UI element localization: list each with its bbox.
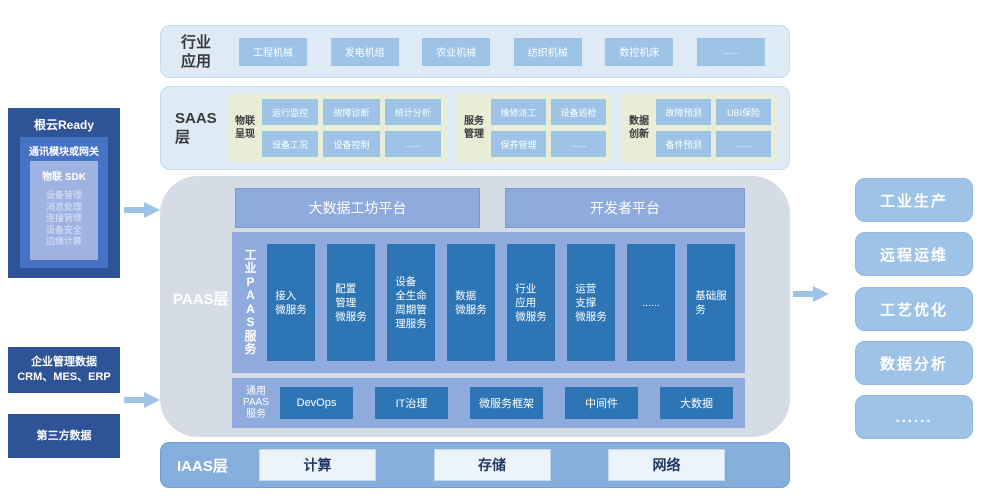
saas-box: 设备巡检 [551, 99, 606, 125]
scenario-box-process-optimization: 工艺优化 [855, 287, 973, 331]
scenario-box-industrial-production: 工业生产 [855, 178, 973, 222]
general-paas-service-box: DevOps [280, 387, 353, 419]
general-paas-label: 通用 PAAS 服务 [243, 385, 269, 420]
sdk-item: 连接管理 [45, 213, 82, 223]
paas-layer-container: PAAS层 大数据工坊平台 开发者平台 工 业 P A A S 服 务 接入 微… [160, 176, 790, 437]
rootcloud-ready-panel: 根云Ready 通讯模块或网关 物联 SDK 设备管理 消息处理 连接管理 设备… [8, 108, 120, 278]
saas-box: 维修派工 [491, 99, 546, 125]
sdk-item: 边缘计算 [45, 236, 82, 246]
industry-boxes: 工程机械 发电机组 农业机械 纺织机械 数控机床 ...... [239, 37, 765, 66]
iaas-boxes: 计算 存储 网络 [259, 449, 725, 481]
saas-box: 统计分析 [384, 99, 441, 125]
saas-group-data-innovation: 数据 创新 故障预测 UBI保险 备件预测 ...... [621, 94, 777, 162]
saas-group-label: 数据 创新 [629, 116, 649, 140]
saas-box: 设备控制 [323, 131, 380, 157]
saas-box: ...... [384, 131, 441, 157]
industrial-paas-services-box: 工 业 P A A S 服 务 接入 微服务 配置 管理 微服务 设备 全生命 … [232, 232, 745, 373]
arrow-right-icon [793, 286, 829, 302]
arrow-right-icon [124, 202, 160, 218]
microservice-box: ...... [627, 244, 675, 361]
bigdata-workshop-platform-bar: 大数据工坊平台 [235, 188, 480, 228]
sdk-item: 设备安全 [45, 224, 82, 235]
general-paas-service-box: 微服务框架 [470, 387, 543, 419]
saas-group-service-mgmt: 服务 管理 维修派工 设备巡检 保养管理 ...... [456, 94, 612, 162]
saas-layer-label: SAAS层 [175, 110, 217, 146]
general-paas-services: DevOps IT治理 微服务框架 中间件 大数据 [280, 387, 733, 419]
scenario-box-data-analysis: 数据分析 [855, 341, 973, 385]
iot-sdk-box: 物联 SDK 设备管理 消息处理 连接管理 设备安全 边缘计算 [30, 161, 98, 260]
saas-box: UBI保险 [716, 99, 771, 125]
industry-box: 农业机械 [422, 37, 491, 66]
saas-box: ...... [716, 131, 771, 157]
saas-group-boxes: 维修派工 设备巡检 保养管理 ...... [491, 99, 606, 157]
gateway-label: 通讯模块或网关 [29, 147, 99, 158]
saas-group-boxes: 故障预测 UBI保险 备件预测 ...... [656, 99, 771, 157]
saas-groups: 物联 呈现 运行监控 故障诊断 统计分析 设备工况 设备控制 ...... 服务… [227, 94, 777, 162]
industrial-paas-services: 接入 微服务 配置 管理 微服务 设备 全生命 周期管 理服务 数据 微服务 行… [267, 244, 735, 361]
industry-box: 发电机组 [330, 37, 399, 66]
saas-group-label: 物联 呈现 [235, 116, 255, 140]
microservice-box: 设备 全生命 周期管 理服务 [387, 244, 435, 361]
industry-box: 数控机床 [605, 37, 674, 66]
saas-group-label: 服务 管理 [464, 116, 484, 140]
paas-layer-label: PAAS层 [173, 291, 229, 308]
sdk-item: 设备管理 [45, 190, 82, 200]
iaas-box-compute: 计算 [259, 449, 376, 481]
industry-box: ...... [696, 37, 765, 66]
saas-box: 保养管理 [491, 131, 546, 157]
general-paas-service-box: 中间件 [565, 387, 638, 419]
general-paas-service-box: 大数据 [660, 387, 733, 419]
microservice-box: 配置 管理 微服务 [327, 244, 375, 361]
rootcloud-title: 根云Ready [33, 118, 95, 132]
iaas-box-network: 网络 [608, 449, 725, 481]
microservice-box: 行业 应用 微服务 [507, 244, 555, 361]
industry-box: 纺织机械 [513, 37, 582, 66]
sdk-item: 消息处理 [45, 201, 82, 212]
industry-box: 工程机械 [239, 37, 307, 66]
microservice-box: 数据 微服务 [447, 244, 495, 361]
microservice-box: 接入 微服务 [267, 244, 315, 361]
general-paas-service-box: IT治理 [375, 387, 448, 419]
industrial-paas-vertical-label: 工 业 P A A S 服 务 [244, 247, 257, 356]
saas-box: 备件预测 [656, 131, 711, 157]
enterprise-data-box: 企业管理数据 CRM、MES、ERP [8, 347, 120, 393]
gateway-box: 通讯模块或网关 物联 SDK 设备管理 消息处理 连接管理 设备安全 边缘计算 [20, 137, 108, 268]
microservice-box: 运营 支撑 微服务 [567, 244, 615, 361]
saas-layer-row: SAAS层 物联 呈现 运行监控 故障诊断 统计分析 设备工况 设备控制 ...… [160, 86, 790, 170]
scenario-box-remote-ops: 远程运维 [855, 232, 973, 276]
saas-group-boxes: 运行监控 故障诊断 统计分析 设备工况 设备控制 ...... [262, 99, 441, 157]
arrow-right-icon [124, 392, 160, 408]
developer-platform-bar: 开发者平台 [505, 188, 745, 228]
saas-group-iot-display: 物联 呈现 运行监控 故障诊断 统计分析 设备工况 设备控制 ...... [227, 94, 447, 162]
industry-application-row: 行业 应用 工程机械 发电机组 农业机械 纺织机械 数控机床 ...... [160, 25, 790, 78]
saas-box: 故障预测 [656, 99, 711, 125]
saas-box: ...... [551, 131, 606, 157]
general-paas-services-box: 通用 PAAS 服务 DevOps IT治理 微服务框架 中间件 大数据 [232, 378, 745, 428]
saas-box: 运行监控 [262, 99, 319, 125]
iaas-layer-label: IAAS层 [177, 457, 228, 475]
third-party-data-box: 第三方数据 [8, 414, 120, 458]
iot-sdk-items: 设备管理 消息处理 连接管理 设备安全 边缘计算 [30, 190, 98, 248]
microservice-box: 基础服 务 [687, 244, 735, 361]
saas-box: 故障诊断 [323, 99, 380, 125]
saas-box: 设备工况 [262, 131, 319, 157]
scenario-box-more: ...... [855, 395, 973, 439]
iaas-layer-row: IAAS层 计算 存储 网络 [160, 442, 790, 488]
iot-sdk-label: 物联 SDK [42, 172, 86, 183]
iaas-box-storage: 存储 [433, 449, 551, 481]
industry-row-label: 行业 应用 [181, 33, 212, 70]
